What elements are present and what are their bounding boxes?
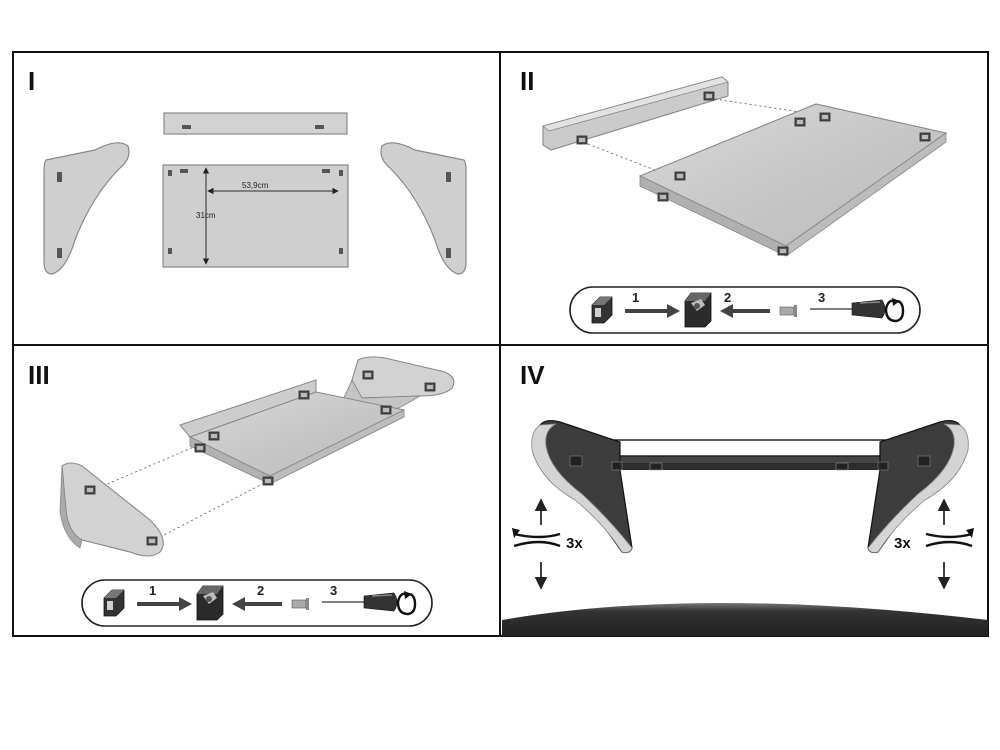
step-1-label: 1 — [632, 290, 639, 305]
repeat-count-right: 3x — [894, 535, 911, 552]
shelf-board — [162, 164, 349, 268]
height-dimension: 31cm — [196, 211, 216, 220]
repeat-count-left: 3x — [566, 535, 583, 552]
panel-1: I 53,9cm 31cm — [28, 66, 467, 275]
panel-3-label: III — [28, 360, 50, 390]
step-3-label-p3: 3 — [330, 583, 337, 598]
panel-grid — [12, 51, 989, 637]
step-2-label: 2 — [724, 290, 731, 305]
panel-1-label: I — [28, 66, 35, 96]
adjust-arrows-right — [925, 498, 974, 590]
hardware-sequence-2 — [568, 285, 922, 335]
step-1-label-p3: 1 — [149, 583, 156, 598]
step-3-label: 3 — [818, 290, 825, 305]
panel-4-label: IV — [520, 360, 545, 390]
back-rail — [163, 112, 348, 135]
panel-2-label: II — [520, 66, 534, 96]
width-dimension: 53,9cm — [242, 181, 269, 190]
panel-3: III 1 2 3 — [28, 356, 455, 628]
step-2-label-p3: 2 — [257, 583, 264, 598]
adjust-arrows-left — [512, 498, 561, 590]
side-panel-right — [380, 142, 467, 275]
panel-2: II 1 2 3 — [520, 66, 948, 335]
wall-surface — [502, 603, 988, 636]
side-panel-left — [43, 142, 130, 275]
panel-4: IV 3x — [502, 360, 988, 636]
